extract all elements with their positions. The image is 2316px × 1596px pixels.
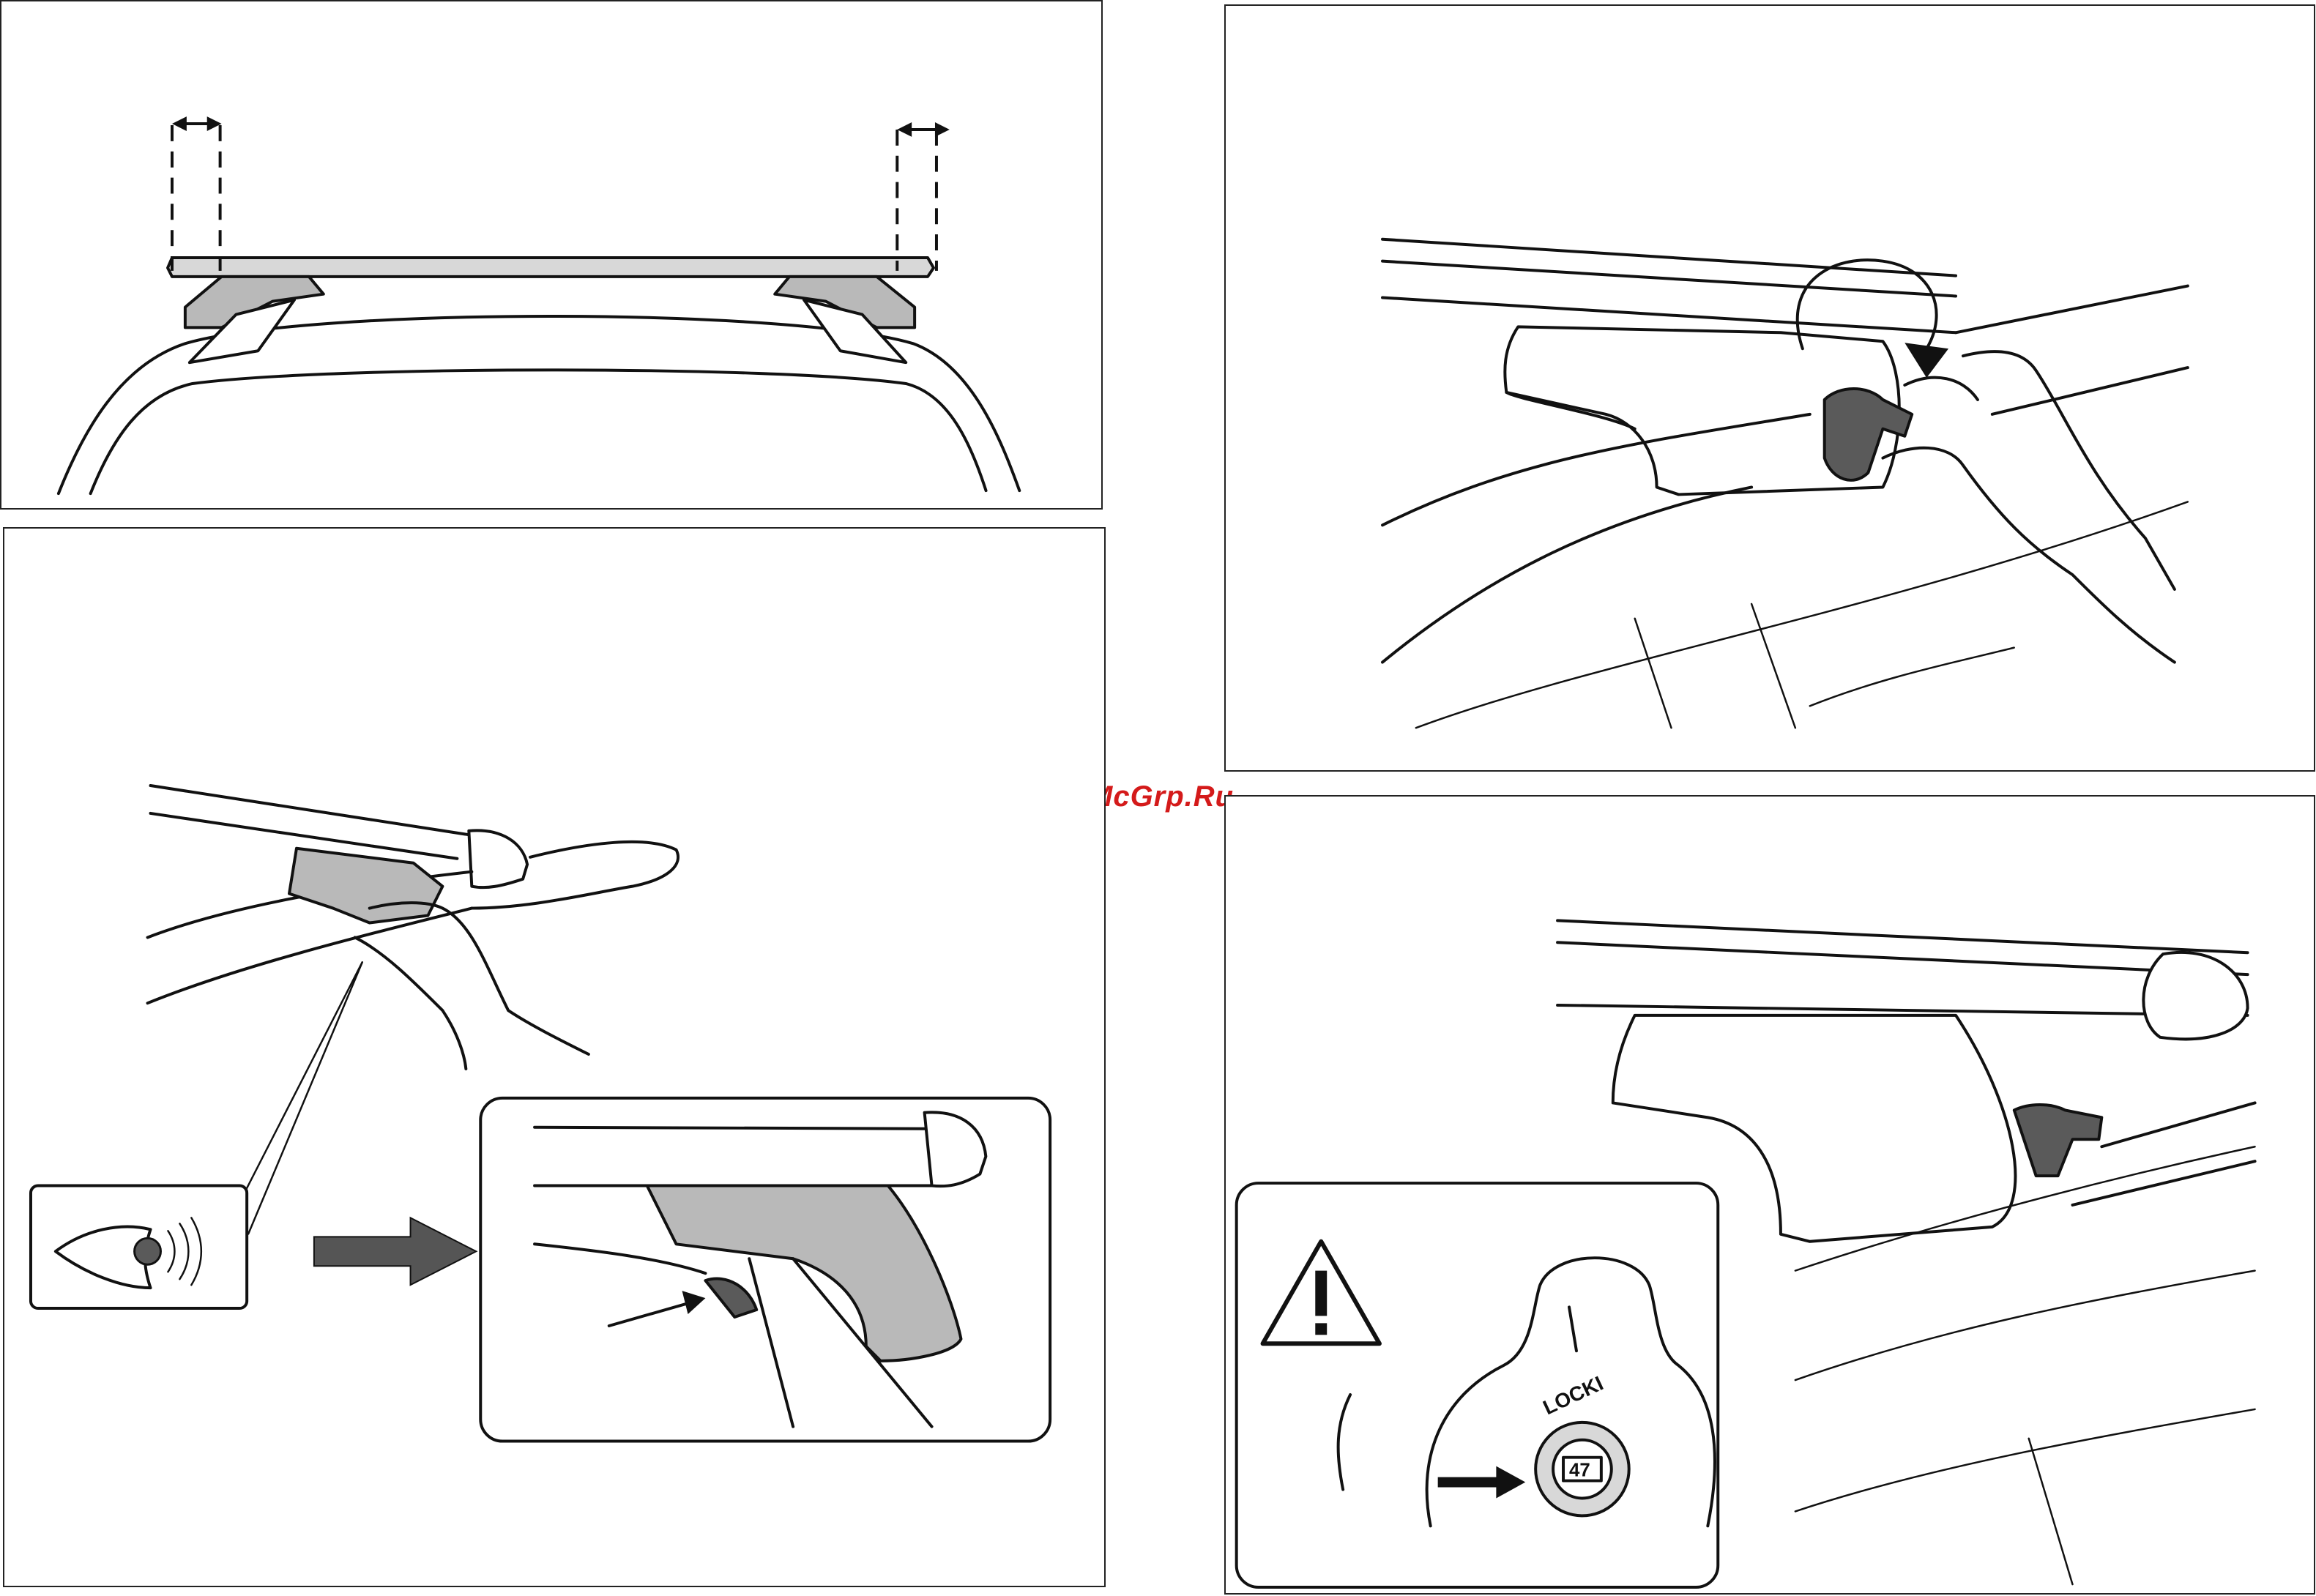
panel-tighten-knob [1224,4,2315,772]
panel-fit-foot-inspection [3,527,1106,1587]
double-arrow-icon [172,116,222,131]
bar-end-cap [469,830,527,887]
lock-detail-box [1237,1183,1719,1587]
pointer-arrow-icon [314,1217,476,1285]
double-arrow-icon [897,122,950,137]
lock-number: 47 [1569,1461,1590,1481]
watermark-text: McGrp.Ru [1088,780,1234,813]
lock-illustration: 47 LOCKI [1226,797,2314,1593]
tightening-knob [2014,1105,2102,1176]
hand-outline [1963,351,2175,589]
bar-overhang-illustration [1,1,1101,508]
foot-body [289,849,442,923]
fit-foot-illustration [4,529,1104,1586]
bar-end-cap [2143,952,2247,1039]
panel-lock-warning: 47 LOCKI [1224,795,2315,1595]
panel-bar-overhang [0,0,1103,510]
roof-bar [168,258,934,277]
tighten-knob-illustration [1226,6,2314,770]
